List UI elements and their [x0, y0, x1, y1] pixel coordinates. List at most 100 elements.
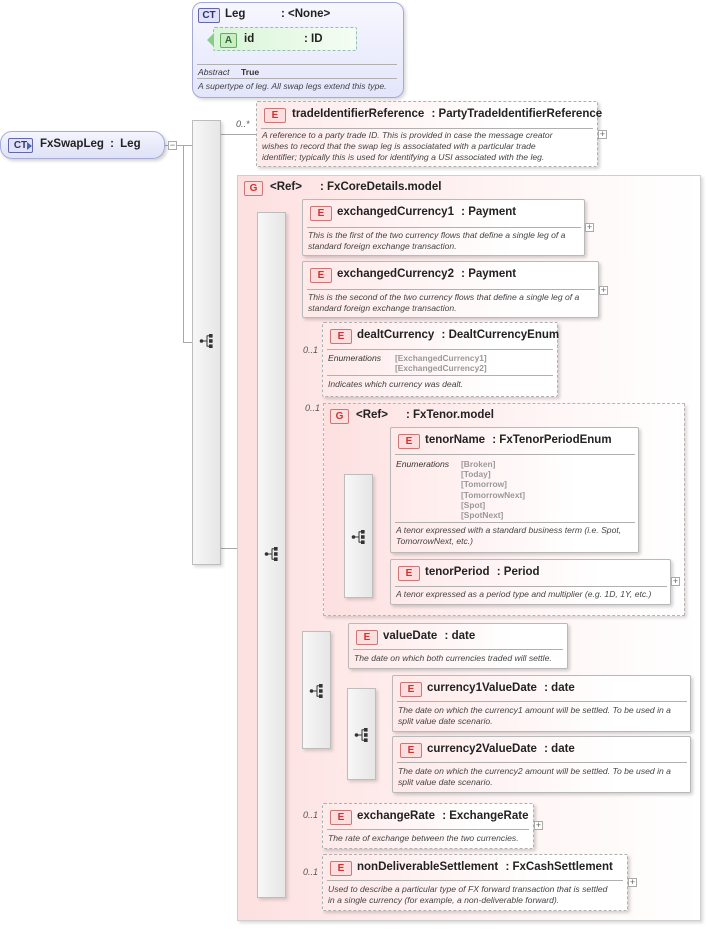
occurrence-label: 0..1 [305, 403, 321, 413]
expand-toggle[interactable]: + [599, 286, 608, 295]
element-type: : FxCashSettlement [505, 861, 613, 873]
complex-type-badge: CT [198, 8, 220, 23]
element-type: : Period [496, 566, 540, 578]
doc-line: split value date scenario. [398, 777, 493, 787]
expand-toggle[interactable]: + [671, 577, 680, 586]
sequence-compositor[interactable] [192, 120, 221, 565]
expand-toggle[interactable]: + [534, 821, 543, 830]
element-type: : Payment [461, 268, 517, 280]
occurrence-label: 0..1 [303, 345, 319, 355]
leg-supertype-node[interactable]: CT Leg : <None> A id : ID Abstract True … [192, 2, 404, 98]
element-exchangedCurrency1[interactable]: E exchangedCurrency1 : Payment This is t… [302, 199, 585, 256]
element-dealtCurrency[interactable]: E dealtCurrency : DealtCurrencyEnum Enum… [322, 322, 560, 397]
doc-line: in a single currency (for example, a non… [328, 895, 560, 905]
expand-toggle[interactable]: + [628, 878, 637, 887]
plus-icon: + [600, 285, 607, 295]
sequence-compositor[interactable] [344, 474, 373, 598]
leg-name: Leg [225, 8, 246, 20]
element-badge: E [400, 743, 422, 758]
sequence-icon [309, 684, 323, 698]
element-type: : PartyTradeIdentifierReference [431, 108, 603, 120]
minus-icon: − [169, 140, 176, 150]
element-name: exchangeRate [357, 810, 435, 822]
sequence-compositor[interactable] [347, 688, 376, 780]
doc-line: standard foreign exchange transaction. [308, 303, 457, 313]
sequence-icon [199, 334, 213, 348]
connector [220, 134, 256, 135]
element-tenorPeriod[interactable]: E tenorPeriod : Period A tenor expressed… [390, 559, 671, 605]
occurrence-label: 0..1 [303, 810, 319, 820]
doc-line: A tenor expressed with a standard busine… [396, 525, 622, 535]
element-tenorName[interactable]: E tenorName : FxTenorPeriodEnum Enumerat… [390, 427, 639, 553]
root-sep: : [110, 138, 114, 150]
element-name: dealtCurrency [357, 329, 435, 341]
doc-line: TomorrowNext, etc.) [396, 536, 474, 546]
element-name: tradeIdentifierReference [292, 108, 425, 120]
attribute-id[interactable]: A id : ID [207, 27, 357, 51]
enumerations-label: Enumerations [396, 459, 450, 469]
element-name: exchangedCurrency1 [337, 206, 454, 218]
sequence-icon [351, 530, 365, 544]
element-badge: E [398, 434, 420, 449]
attribute-name: id [244, 33, 255, 45]
element-type: : date [544, 743, 575, 755]
element-badge: E [310, 268, 332, 283]
expand-arrow-icon [27, 142, 32, 150]
sequence-icon [264, 547, 278, 561]
element-exchangeRate[interactable]: E exchangeRate : ExchangeRate The rate o… [322, 803, 534, 849]
element-name: valueDate [383, 630, 438, 642]
enum-value: [Broken] [461, 459, 496, 469]
doc-line: The date on which the currency2 amount w… [398, 766, 671, 776]
group-badge: G [330, 409, 349, 424]
sequence-compositor[interactable] [257, 212, 286, 898]
enum-value: [Tomorrow] [461, 479, 507, 490]
connector [165, 145, 193, 146]
element-currency2ValueDate[interactable]: E currency2ValueDate : date The date on … [392, 736, 691, 793]
element-name: nonDeliverableSettlement [357, 861, 499, 873]
element-type: : FxTenorPeriodEnum [492, 434, 612, 446]
doc-line: Used to describe a particular type of FX… [328, 884, 608, 894]
group-type: : FxCoreDetails.model [320, 181, 442, 193]
doc-line: wishes to record that the swap leg is as… [262, 141, 536, 151]
element-nonDeliverableSettlement[interactable]: E nonDeliverableSettlement : FxCashSettl… [322, 854, 628, 911]
group-ref: <Ref> [270, 181, 302, 193]
element-badge: E [310, 206, 332, 221]
enum-value: [Spot] [461, 499, 486, 510]
element-valueDate[interactable]: E valueDate : date The date on which bot… [348, 623, 568, 669]
element-type: : DealtCurrencyEnum [441, 329, 560, 341]
leg-doc: A supertype of leg. All swap legs extend… [198, 81, 387, 91]
group-ref: <Ref> [356, 409, 388, 421]
element-badge: E [330, 861, 352, 876]
element-badge: E [400, 682, 422, 697]
complex-type-badge: CT [8, 138, 33, 153]
collapse-toggle[interactable]: − [168, 141, 177, 150]
group-badge: G [244, 181, 263, 196]
expand-toggle[interactable]: + [585, 223, 594, 232]
sequence-icon [354, 728, 368, 742]
occurrence-label: 0..* [236, 119, 250, 129]
element-badge: E [330, 810, 352, 825]
attribute-pointer-icon [207, 33, 214, 47]
expand-toggle[interactable]: + [598, 130, 607, 139]
element-badge: E [264, 108, 286, 123]
element-doc: The date on which both currencies traded… [354, 653, 552, 663]
sequence-compositor[interactable] [302, 631, 331, 749]
element-badge: E [356, 630, 378, 645]
element-type: : date [544, 682, 575, 694]
plus-icon: + [535, 820, 542, 830]
element-name: currency1ValueDate [427, 682, 537, 694]
element-tradeIdentifierReference[interactable]: E tradeIdentifierReference : PartyTradeI… [256, 101, 602, 167]
element-type: : date [444, 630, 476, 642]
element-currency1ValueDate[interactable]: E currency1ValueDate : date The date on … [392, 675, 691, 732]
element-type: : ExchangeRate [442, 810, 529, 822]
doc-line: identifier; typically this is used for i… [262, 152, 545, 162]
element-exchangedCurrency2[interactable]: E exchangedCurrency2 : Payment This is t… [302, 261, 599, 318]
root-type-node[interactable]: CT FxSwapLeg : Leg [0, 131, 165, 159]
element-doc: Indicates which currency was dealt. [328, 379, 464, 389]
element-type: : Payment [461, 206, 517, 218]
element-name: currency2ValueDate [427, 743, 537, 755]
attribute-type: : ID [304, 33, 323, 45]
root-name: FxSwapLeg [40, 138, 104, 150]
enum-value: [ExchangedCurrency2] [395, 363, 487, 374]
element-badge: E [398, 566, 420, 581]
